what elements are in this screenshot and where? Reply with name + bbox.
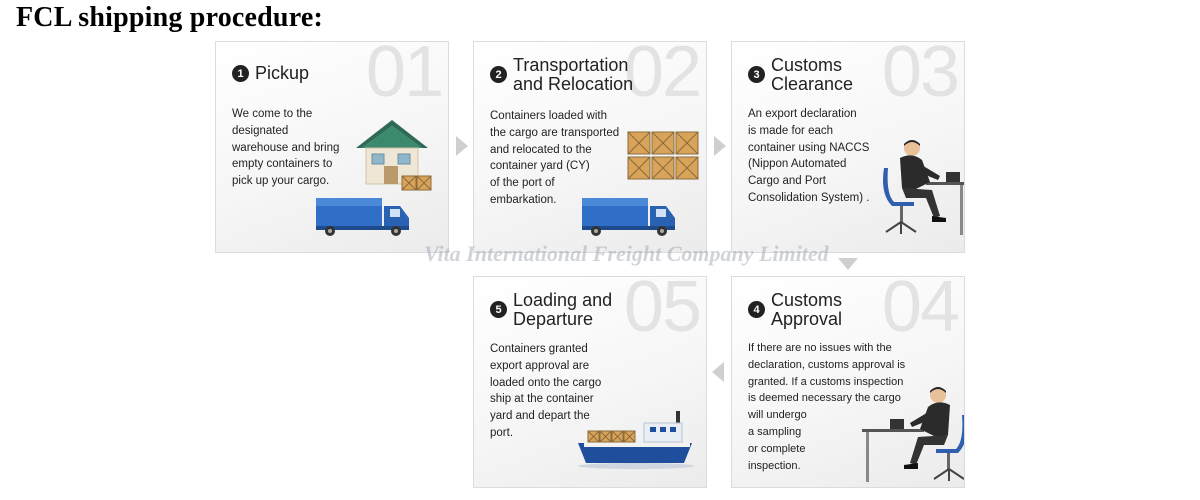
step-title: Customs Approval <box>771 290 843 329</box>
step-title: Transportation and Relocation <box>513 55 634 94</box>
step-description: Containers granted export approval are l… <box>490 343 602 439</box>
step-card-customs-approval: 04 4 Customs Approval If there are no is… <box>731 276 965 488</box>
step-header: 3 Customs Clearance <box>748 56 853 94</box>
step-number-watermark: 03 <box>881 41 960 112</box>
step-header: 5 Loading and Departure <box>490 291 612 329</box>
step-number-watermark: 02 <box>623 41 702 112</box>
step-title: Pickup <box>255 63 310 83</box>
step-circle-number: 1 <box>232 65 249 82</box>
step-header: 2 Transportation and Relocation <box>490 56 633 94</box>
step-card-loading-departure: 05 5 Loading and Departure Containers gr… <box>473 276 707 488</box>
step-circle-number: 2 <box>490 66 507 83</box>
step-description: An export declaration is made for each c… <box>748 108 870 204</box>
step-circle-number: 5 <box>490 301 507 318</box>
arrow-left-icon <box>712 362 724 382</box>
step-number-watermark: 05 <box>623 276 702 347</box>
step-circle-number: 4 <box>748 301 765 318</box>
businessman-at-desk-icon <box>862 387 964 482</box>
step-card-customs-clearance: 03 3 Customs Clearance An export declara… <box>731 41 965 253</box>
businessman-at-desk-icon <box>883 140 964 235</box>
step-header: 1 Pickup <box>232 62 309 83</box>
step-title: Customs Clearance <box>771 55 854 94</box>
cargo-boxes-icon <box>627 131 699 180</box>
cargo-ship-icon <box>578 411 694 469</box>
arrow-right-icon <box>456 136 468 156</box>
page-title: FCL shipping procedure: <box>16 2 323 33</box>
warehouse-icon <box>356 120 432 191</box>
step-number-watermark: 04 <box>881 276 960 347</box>
truck-icon <box>582 198 675 236</box>
company-watermark: Vita International Freight Company Limit… <box>424 241 829 266</box>
step-description: If there are no issues with the declarat… <box>748 342 906 472</box>
arrow-down-icon <box>838 258 858 270</box>
step-title: Loading and Departure <box>513 290 613 329</box>
step-description: We come to the designated warehouse and … <box>232 108 340 188</box>
truck-icon <box>316 198 409 236</box>
step-description: Containers loaded with the cargo are tra… <box>490 110 620 206</box>
step-circle-number: 3 <box>748 66 765 83</box>
step-card-transportation: 02 2 Transportation and Relocation Conta… <box>473 41 707 253</box>
step-card-pickup: 01 1 Pickup We come to the designated wa… <box>215 41 449 253</box>
step-header: 4 Customs Approval <box>748 291 842 329</box>
step-number-watermark: 01 <box>365 41 444 112</box>
arrow-right-icon <box>714 136 726 156</box>
